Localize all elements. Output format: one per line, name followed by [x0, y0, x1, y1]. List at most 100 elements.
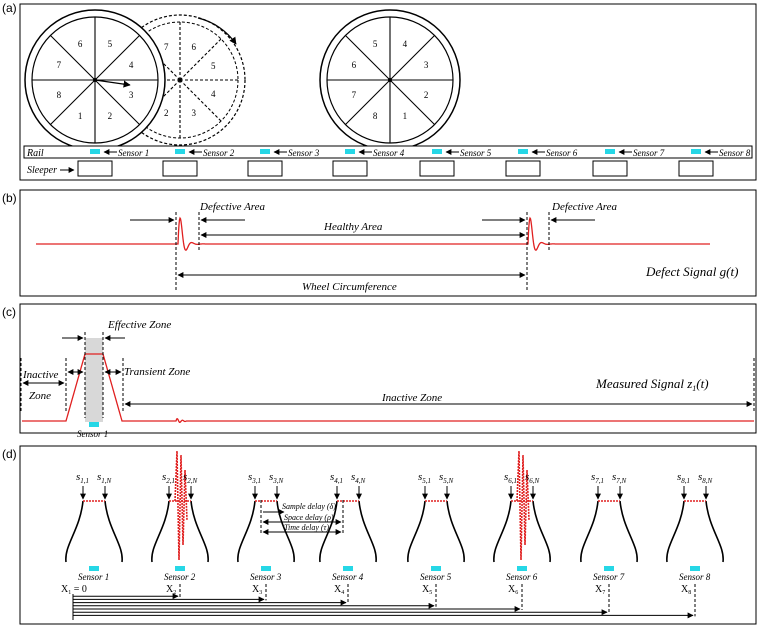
- rail-label: Rail: [26, 148, 44, 159]
- transient-zone-label: Transient Zone: [124, 366, 190, 378]
- defect-signal-label: Defect Signal g(t): [645, 264, 738, 279]
- inactive-zone-left-label-1: Inactive: [22, 369, 59, 381]
- wheel-segment-number: 3: [192, 108, 197, 118]
- signal-envelope-right: [532, 500, 551, 563]
- sample-last-label: s7,N: [612, 471, 627, 485]
- sleeper: [419, 160, 455, 177]
- sample-last-label: s3,N: [269, 471, 284, 485]
- sample-first-label: s6,1: [504, 471, 517, 485]
- signal-envelope-left: [407, 500, 426, 563]
- sensor-marker-d: [343, 566, 353, 571]
- signal-envelope-right: [619, 500, 638, 563]
- wheel-segment-number: 4: [403, 39, 408, 49]
- rail-sensor-label: Sensor 2: [203, 148, 235, 158]
- wheel-segment-number: 7: [352, 90, 357, 100]
- effective-zone-shade: [85, 338, 103, 422]
- position-label: X4: [334, 584, 344, 596]
- wheel-segment-number: 8: [373, 111, 378, 121]
- sleeper: [592, 160, 628, 177]
- position-label: X5: [422, 584, 432, 596]
- sleeper-label: Sleeper: [27, 165, 57, 176]
- position-label: X7: [595, 584, 605, 596]
- defective-area-label-2: Defective Area: [551, 201, 618, 213]
- position-label: X6: [508, 584, 518, 596]
- rail-sensor-marker: [432, 149, 442, 154]
- sensor-1-marker-c: [89, 422, 99, 427]
- wheel-3: 4 3 2 1 8 7 6 5: [319, 9, 461, 151]
- signal-envelope-right: [446, 500, 465, 563]
- sample-first-label: s1,1: [76, 471, 89, 485]
- sample-last-label: s2,N: [183, 471, 198, 485]
- wheel-segment-number: 1: [403, 111, 408, 121]
- signal-envelope-left: [237, 500, 256, 563]
- sensor-marker-d: [175, 566, 185, 571]
- wheel-1-arrow: [94, 79, 131, 88]
- sample-delay-label: Sample delay (δ): [282, 502, 336, 511]
- position-label: X3: [252, 584, 262, 596]
- position-label: X1 = 0: [61, 584, 87, 596]
- sensor-label-d: Sensor 2: [164, 572, 196, 582]
- sample-first-label: s3,1: [248, 471, 261, 485]
- wheel-segment-number: 5: [373, 39, 378, 49]
- defect-impulse: [516, 450, 530, 561]
- wheel-segment-number: 1: [78, 111, 83, 121]
- sample-first-label: s5,1: [418, 471, 431, 485]
- panel-d-frame: [19, 445, 757, 625]
- signal-envelope-right: [190, 500, 209, 563]
- sample-last-label: s8,N: [698, 471, 713, 485]
- wheel-circumference-label: Wheel Circumference: [302, 281, 397, 293]
- wheel-segment-number: 3: [424, 60, 429, 70]
- inactive-zone-label: Inactive Zone: [381, 392, 442, 404]
- sensor-label-d: Sensor 8: [679, 572, 711, 582]
- panel-b: (b) Defective Area Defective Area Health…: [2, 189, 757, 297]
- sensor-marker-d: [517, 566, 527, 571]
- wheel-segment-number: 5: [211, 61, 216, 71]
- wheel-segment-number: 6: [78, 39, 83, 49]
- panel-d-letter: (d): [2, 447, 17, 461]
- signal-envelope-left: [319, 500, 338, 563]
- space-delay-label: Space delay (ρ): [284, 513, 334, 522]
- rail-sensor-marker: [260, 149, 270, 154]
- sensor-marker-d: [261, 566, 271, 571]
- signal-envelope-left: [580, 500, 599, 563]
- rail-sensor-label: Sensor 1: [118, 148, 149, 158]
- sensor-label-d: Sensor 5: [420, 572, 452, 582]
- sensor-label-d: Sensor 3: [250, 572, 282, 582]
- panel-a-frame: [19, 3, 757, 181]
- rail-sensor-label: Sensor 4: [373, 148, 405, 158]
- rail-sensor-label: Sensor 5: [460, 148, 492, 158]
- sleeper: [332, 160, 368, 177]
- time-delay-label: Time delay (τ): [284, 523, 329, 532]
- wheel-segment-number: 7: [164, 42, 169, 52]
- sensor-marker-d: [690, 566, 700, 571]
- sleeper: [77, 160, 113, 177]
- panel-c: (c) Effective Zone Transient Zone Inacti…: [2, 303, 757, 439]
- signal-envelope-right: [705, 500, 724, 563]
- wheel-segment-number: 2: [424, 90, 429, 100]
- sample-first-label: s7,1: [591, 471, 604, 485]
- wheel-segment-number: 4: [211, 89, 216, 99]
- wheel-segment-number: 6: [192, 42, 197, 52]
- rail-sensor-marker: [605, 149, 615, 154]
- rail-sensor-marker: [345, 149, 355, 154]
- panel-b-letter: (b): [2, 191, 17, 205]
- effective-zone-label: Effective Zone: [107, 319, 171, 331]
- sleeper: [162, 160, 198, 177]
- signal-envelope-right: [276, 500, 295, 563]
- defective-area-label-1: Defective Area: [199, 201, 266, 213]
- position-label: X2: [166, 584, 176, 596]
- rail-sensor-label: Sensor 6: [546, 148, 578, 158]
- sensor-label-d: Sensor 4: [332, 572, 364, 582]
- sample-first-label: s2,1: [162, 471, 175, 485]
- defect-impulse: [174, 450, 188, 561]
- panel-a-letter: (a): [2, 1, 17, 15]
- sensor-marker-d: [89, 566, 99, 571]
- wheel-segment-number: 6: [352, 60, 357, 70]
- rotation-arrow: [197, 17, 237, 45]
- healthy-area-label: Healthy Area: [323, 221, 383, 233]
- sample-last-label: s5,N: [439, 471, 454, 485]
